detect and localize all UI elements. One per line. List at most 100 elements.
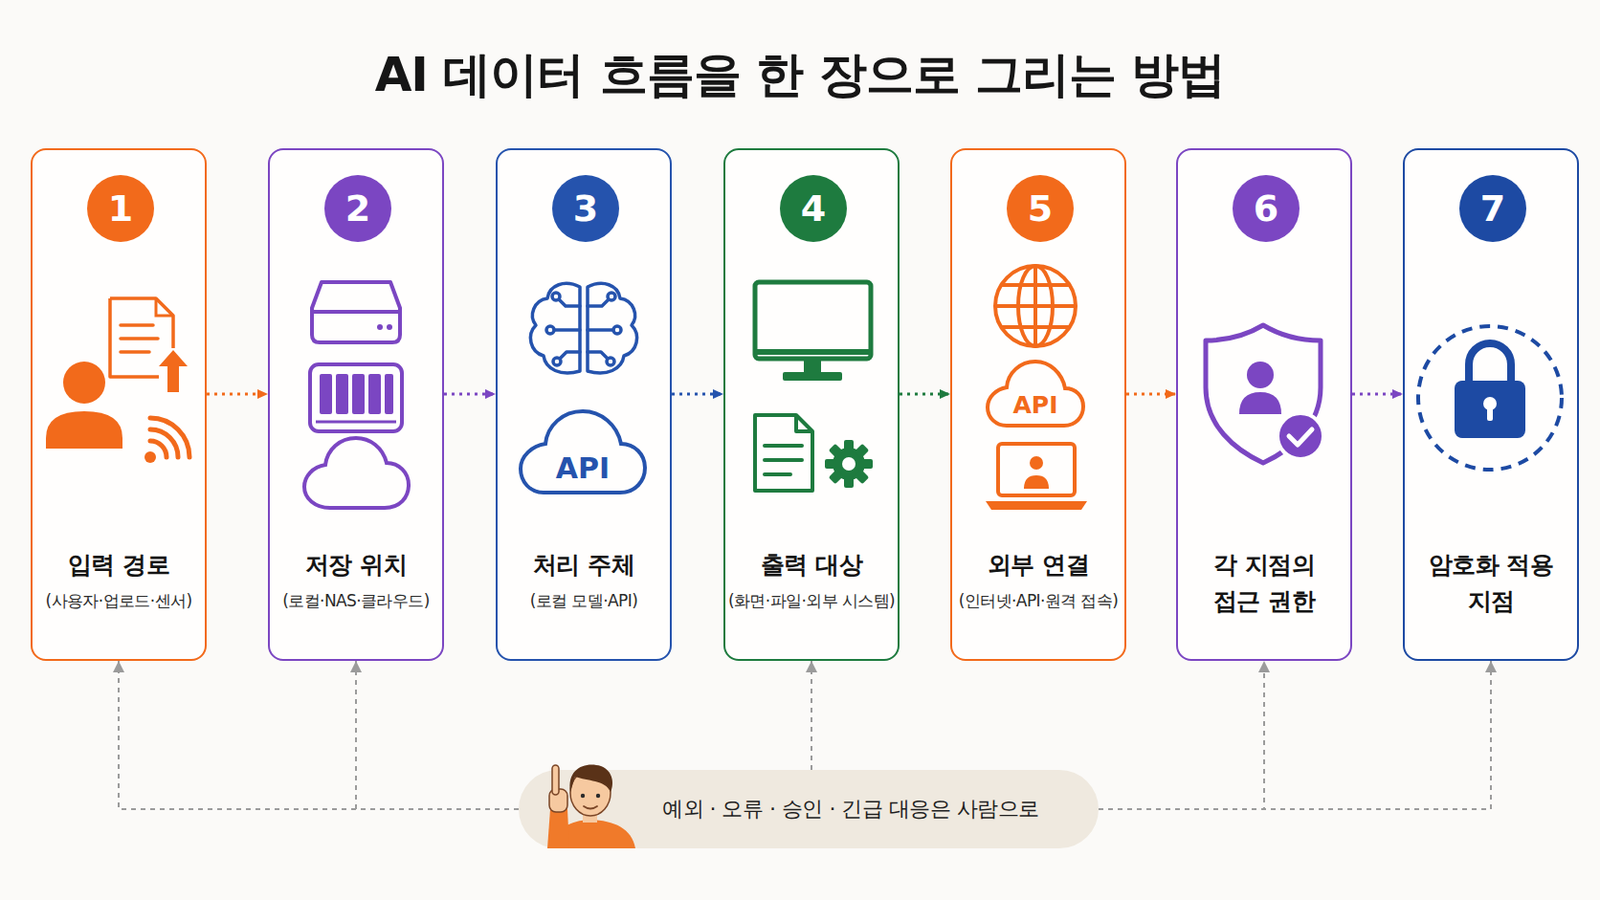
person-illustration (569, 764, 613, 793)
file-icon (755, 415, 813, 491)
remote-laptop-icon (985, 444, 1088, 511)
nas-icon (319, 374, 333, 415)
card-text: 저장 위치(로컬·NAS·클라우드) (269, 547, 443, 614)
gear-icon (824, 459, 837, 469)
access-shield-icon (1205, 325, 1321, 464)
person-illustration (596, 794, 600, 799)
upload-document-icon (155, 298, 174, 316)
gear-icon (854, 444, 870, 460)
flow-arrow (1126, 393, 1177, 397)
gear-icon (824, 440, 873, 489)
encryption-lock-icon (1454, 380, 1526, 439)
local-drive-icon (377, 324, 383, 331)
ai-brain-icon (587, 283, 638, 374)
ai-brain-icon (606, 357, 615, 366)
card-text: 암호화 적용 지점 (1404, 547, 1578, 621)
encryption-lock-icon (1487, 405, 1493, 422)
icon-label: API (1013, 393, 1059, 418)
person-illustration (580, 794, 585, 799)
ai-brain-icon (530, 283, 580, 374)
ai-brain-icon (530, 283, 637, 374)
file-icon (755, 415, 813, 491)
access-shield-icon (1205, 325, 1324, 464)
flow-arrow (1352, 393, 1403, 397)
encryption-lock-icon (1418, 326, 1562, 470)
sensor-wifi-icon (150, 418, 190, 458)
nas-icon (352, 374, 365, 415)
gear-icon (854, 469, 870, 486)
access-shield-icon (1239, 392, 1282, 415)
flow-arrow (671, 393, 724, 397)
access-shield-icon (1288, 429, 1312, 445)
human-escalation-pill: 예외 · 오류 · 승인 · 긴급 대응은 사람으로 (518, 770, 1099, 849)
person-illustration (552, 765, 559, 796)
human-escalation-line (355, 661, 519, 810)
person-illustration (553, 820, 636, 849)
upload-document-icon (110, 298, 188, 393)
remote-laptop-icon (998, 444, 1075, 496)
monitor-icon (755, 282, 871, 381)
escalation-note: 예외 · 오류 · 승인 · 긴급 대응은 사람으로 (662, 795, 1040, 824)
local-drive-icon (311, 310, 400, 314)
person-illustration (570, 770, 611, 817)
nas-icon (335, 374, 349, 415)
step-heading: 각 지점의 접근 권한 (1200, 547, 1328, 621)
step-heading: 외부 연결 (975, 547, 1102, 584)
person-illustration (547, 764, 636, 849)
gear-icon (844, 440, 854, 452)
monitor-icon (755, 282, 871, 359)
sensor-wifi-icon (144, 418, 190, 464)
ai-brain-icon (587, 299, 614, 359)
human-escalation-line (118, 661, 519, 810)
nas-icon (310, 364, 402, 432)
upload-document-icon (120, 325, 158, 353)
remote-laptop-icon (1029, 456, 1044, 470)
ai-brain-icon (546, 326, 555, 334)
gear-icon (832, 447, 866, 481)
local-drive-icon (386, 324, 393, 331)
local-drive-icon (311, 282, 400, 343)
sensor-wifi-icon (150, 429, 178, 458)
monitor-icon (803, 359, 822, 374)
step-card: 각 지점의 접근 권한6 (1176, 148, 1353, 662)
remote-laptop-icon (985, 501, 1088, 511)
step-number-badge: 7 (1459, 175, 1527, 243)
step-number: 2 (345, 190, 371, 227)
person-illustration (582, 809, 598, 823)
step-card: 출력 대상(화면·파일·외부 시스템)4 (723, 148, 900, 662)
nas-icon (368, 374, 381, 415)
gear-icon (828, 469, 845, 486)
ai-brain-icon (607, 292, 616, 301)
flow-arrow (444, 393, 496, 397)
diagram-title: AI 데이터 흐름을 한 장으로 그리는 방법 (0, 44, 1600, 106)
file-icon (796, 415, 813, 432)
step-detail: (로컬 모델·API) (497, 588, 670, 614)
card-text: 외부 연결(인터넷·API·원격 접속) (952, 547, 1125, 614)
flow-arrow (206, 393, 268, 397)
step-number-badge: 3 (552, 175, 620, 243)
person-illustration (583, 806, 598, 810)
encryption-lock-icon (1418, 326, 1562, 470)
ai-brain-icon (554, 299, 580, 359)
step-heading: 출력 대상 (748, 547, 875, 584)
card-text: 각 지점의 접근 권한 (1177, 547, 1351, 621)
step-number: 7 (1480, 190, 1506, 227)
icon-label: API (555, 454, 610, 484)
step-number-badge: 5 (1006, 175, 1074, 243)
step-heading: 암호화 적용 지점 (1427, 547, 1555, 621)
step-detail: (사용자·업로드·센서) (32, 588, 205, 614)
step-number: 5 (1027, 190, 1053, 227)
access-shield-icon (1277, 413, 1324, 460)
human-escalation-line (810, 661, 813, 771)
cloud-icon (304, 438, 409, 509)
monitor-icon (782, 372, 843, 381)
gear-icon (861, 459, 873, 469)
cloud-icon (304, 438, 409, 509)
flow-arrow (899, 393, 951, 397)
ai-brain-icon (553, 357, 561, 366)
step-number: 3 (573, 190, 599, 227)
person-illustration (549, 789, 568, 813)
api-cloud-icon (520, 411, 645, 493)
